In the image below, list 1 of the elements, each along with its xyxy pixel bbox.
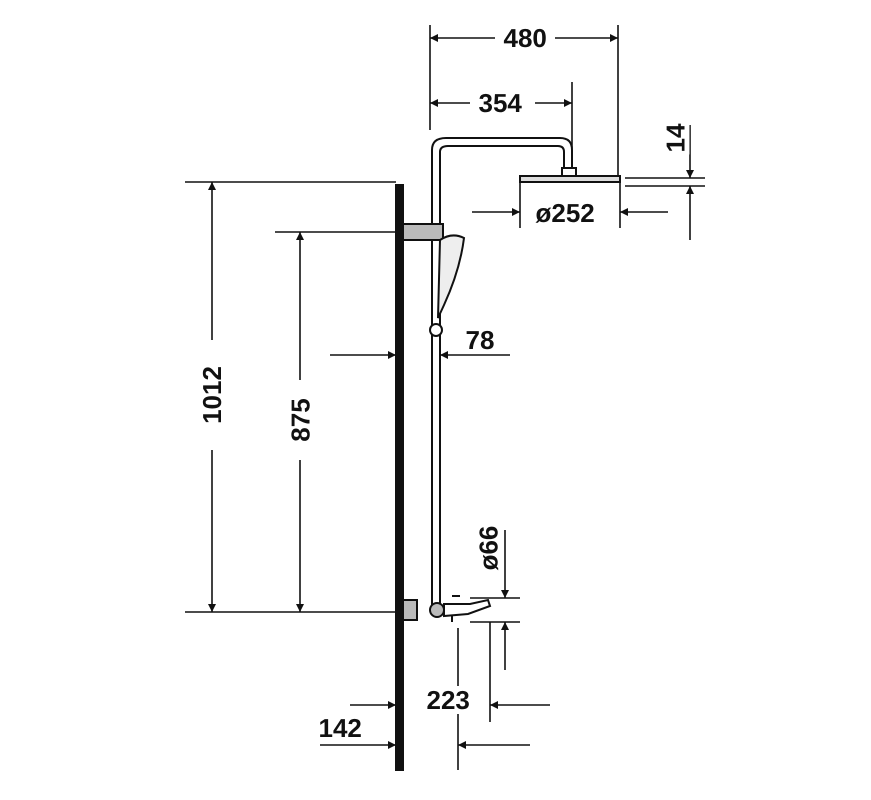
dimension-label: 223 (424, 686, 472, 714)
